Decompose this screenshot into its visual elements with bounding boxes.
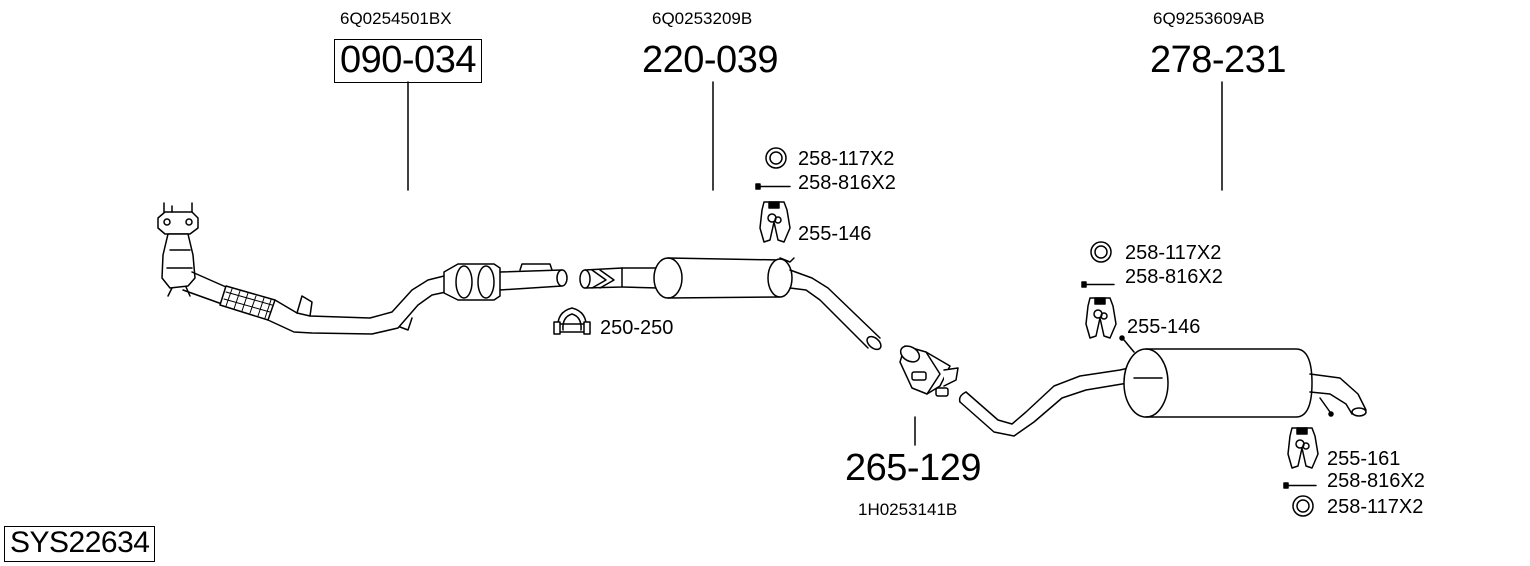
middle-silencer[interactable] — [580, 258, 883, 352]
ring-icon[interactable] — [766, 148, 786, 168]
u-clamp-icon[interactable] — [554, 308, 590, 334]
ring-icon[interactable] — [1091, 242, 1111, 262]
bolt-icon[interactable] — [1284, 483, 1316, 488]
rear-silencer[interactable] — [960, 336, 1366, 436]
bolt-icon[interactable] — [756, 184, 790, 189]
bolt-icon[interactable] — [1082, 282, 1114, 287]
ring-icon[interactable] — [1293, 496, 1313, 516]
front-pipe-catalyst[interactable] — [158, 203, 567, 334]
rubber-hanger-icon[interactable] — [1288, 428, 1318, 468]
sleeve-clamp-icon[interactable] — [898, 343, 958, 396]
rubber-hanger-icon[interactable] — [760, 202, 790, 242]
rubber-hanger-icon[interactable] — [1086, 298, 1116, 338]
